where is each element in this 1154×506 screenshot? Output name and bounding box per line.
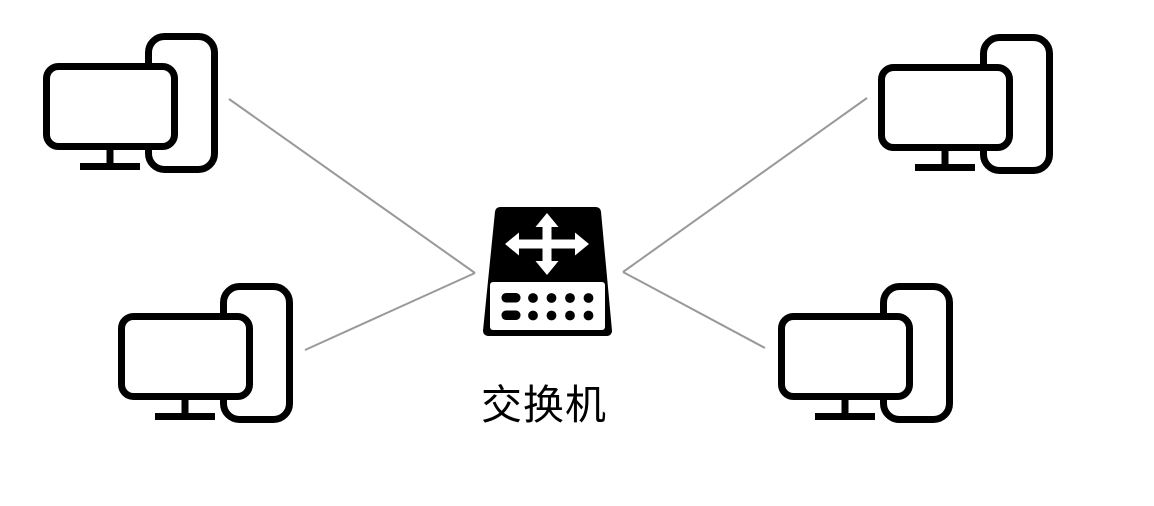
port-dot — [528, 310, 538, 321]
port-dot — [565, 310, 575, 321]
computer-bottom-left-icon — [116, 281, 295, 425]
network-switch-icon — [483, 207, 612, 336]
connection-top-right-to-switch — [622, 97, 868, 273]
port-dot — [546, 310, 557, 321]
switch-front-panel — [490, 282, 605, 330]
port-dot — [528, 293, 538, 303]
four-way-arrow-icon — [505, 213, 589, 275]
port-dot — [546, 293, 557, 303]
computer-top-left-icon — [41, 31, 220, 175]
computer-top-right-icon — [876, 32, 1055, 176]
port-slot — [501, 310, 521, 320]
connection-bottom-left-to-switch — [304, 272, 476, 351]
computer-bottom-right-icon — [776, 281, 955, 425]
connection-top-left-to-switch — [228, 98, 476, 274]
port-slot — [501, 293, 521, 303]
connection-bottom-right-to-switch — [622, 271, 766, 349]
port-dot — [583, 293, 594, 303]
switch-label: 交换机 — [481, 381, 607, 429]
port-dot — [583, 310, 594, 321]
port-dot — [565, 293, 575, 303]
